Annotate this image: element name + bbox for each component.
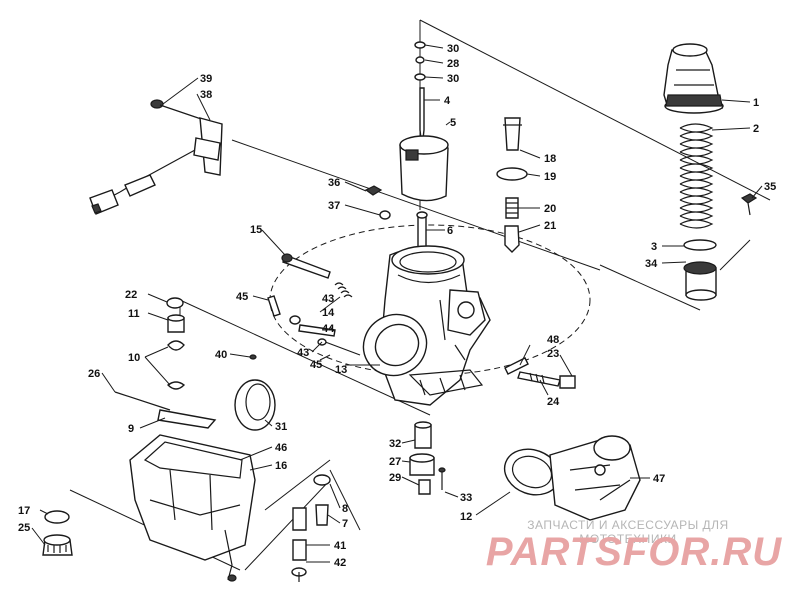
callout-6: 6 bbox=[447, 225, 453, 237]
callout-22: 22 bbox=[125, 289, 137, 301]
watermark-logo: PARTSFOR.RU bbox=[485, 530, 783, 574]
throttle-valve bbox=[399, 135, 449, 202]
callout-45-left: 45 bbox=[236, 291, 248, 303]
callout-18: 18 bbox=[544, 153, 556, 165]
jet-set bbox=[409, 421, 446, 495]
callout-27: 27 bbox=[389, 456, 401, 468]
callout-26: 26 bbox=[88, 368, 100, 380]
callout-16: 16 bbox=[275, 460, 287, 472]
callout-44: 44 bbox=[322, 323, 335, 335]
needle-valve-assembly bbox=[496, 117, 528, 253]
callout-10: 10 bbox=[128, 352, 140, 364]
spring-washer bbox=[683, 239, 717, 251]
callout-8: 8 bbox=[342, 503, 348, 515]
callout-30-bottom: 30 bbox=[447, 73, 459, 85]
callout-35: 35 bbox=[764, 181, 776, 193]
callout-43-bottom: 43 bbox=[297, 347, 309, 359]
drain-plug bbox=[42, 510, 73, 556]
callout-23: 23 bbox=[547, 348, 559, 360]
float-bowl bbox=[129, 434, 256, 582]
bowl-screws bbox=[291, 474, 331, 582]
cap-screw bbox=[740, 193, 758, 216]
float-valve-parts bbox=[166, 297, 186, 390]
float bbox=[234, 354, 276, 431]
callout-21: 21 bbox=[544, 220, 556, 232]
callout-36: 36 bbox=[328, 177, 340, 189]
callout-4: 4 bbox=[444, 95, 451, 107]
callout-39: 39 bbox=[200, 73, 212, 85]
watermark-tagline: ЗАПЧАСТИ И АКСЕССУАРЫ ДЛЯ МОТОТЕХНИКИ bbox=[527, 518, 729, 546]
callout-46: 46 bbox=[275, 442, 287, 454]
callout-38: 38 bbox=[200, 89, 212, 101]
callout-43-top: 43 bbox=[322, 293, 334, 305]
callout-7: 7 bbox=[342, 518, 348, 530]
callout-15: 15 bbox=[250, 224, 262, 236]
leader-lines bbox=[31, 44, 763, 563]
callout-11: 11 bbox=[128, 308, 140, 320]
callout-47: 47 bbox=[653, 473, 665, 485]
idle-screw-set bbox=[504, 357, 576, 389]
callout-17: 17 bbox=[18, 505, 30, 517]
callout-42: 42 bbox=[334, 557, 346, 569]
throttle-sensor-bracket bbox=[89, 99, 223, 215]
callout-34: 34 bbox=[645, 258, 658, 270]
float-pin-arm bbox=[114, 391, 217, 429]
callout-12: 12 bbox=[460, 511, 472, 523]
callout-48: 48 bbox=[547, 334, 559, 346]
callout-2: 2 bbox=[753, 123, 759, 135]
callout-19: 19 bbox=[544, 171, 556, 183]
callout-29: 29 bbox=[389, 472, 401, 484]
air-screw-set bbox=[267, 253, 361, 356]
lower-cap bbox=[683, 261, 717, 301]
carburetor-body bbox=[362, 245, 491, 406]
callout-45-right: 45 bbox=[310, 359, 322, 371]
throttle-spring bbox=[679, 123, 714, 229]
callout-24: 24 bbox=[547, 396, 560, 408]
callout-20: 20 bbox=[544, 203, 556, 215]
callout-13: 13 bbox=[335, 364, 347, 376]
top-cap bbox=[663, 43, 724, 114]
callout-5: 5 bbox=[450, 117, 456, 129]
callout-33: 33 bbox=[460, 492, 472, 504]
callout-28: 28 bbox=[447, 58, 459, 70]
callout-25: 25 bbox=[18, 522, 30, 534]
callout-41: 41 bbox=[334, 540, 346, 552]
intake-adaptor bbox=[503, 435, 641, 521]
callout-14: 14 bbox=[322, 307, 335, 319]
callout-30-top: 30 bbox=[447, 43, 459, 55]
callout-32: 32 bbox=[389, 438, 401, 450]
small-nut-washer bbox=[364, 185, 391, 220]
callout-37: 37 bbox=[328, 200, 340, 212]
needle-clips bbox=[414, 41, 426, 81]
callout-40: 40 bbox=[215, 349, 227, 361]
callout-labels: 1 2 3 4 5 6 7 8 9 10 11 12 13 14 15 16 1… bbox=[18, 43, 776, 569]
callout-31: 31 bbox=[275, 421, 287, 433]
callout-3: 3 bbox=[651, 241, 657, 253]
callout-9: 9 bbox=[128, 423, 134, 435]
callout-1: 1 bbox=[753, 97, 759, 109]
